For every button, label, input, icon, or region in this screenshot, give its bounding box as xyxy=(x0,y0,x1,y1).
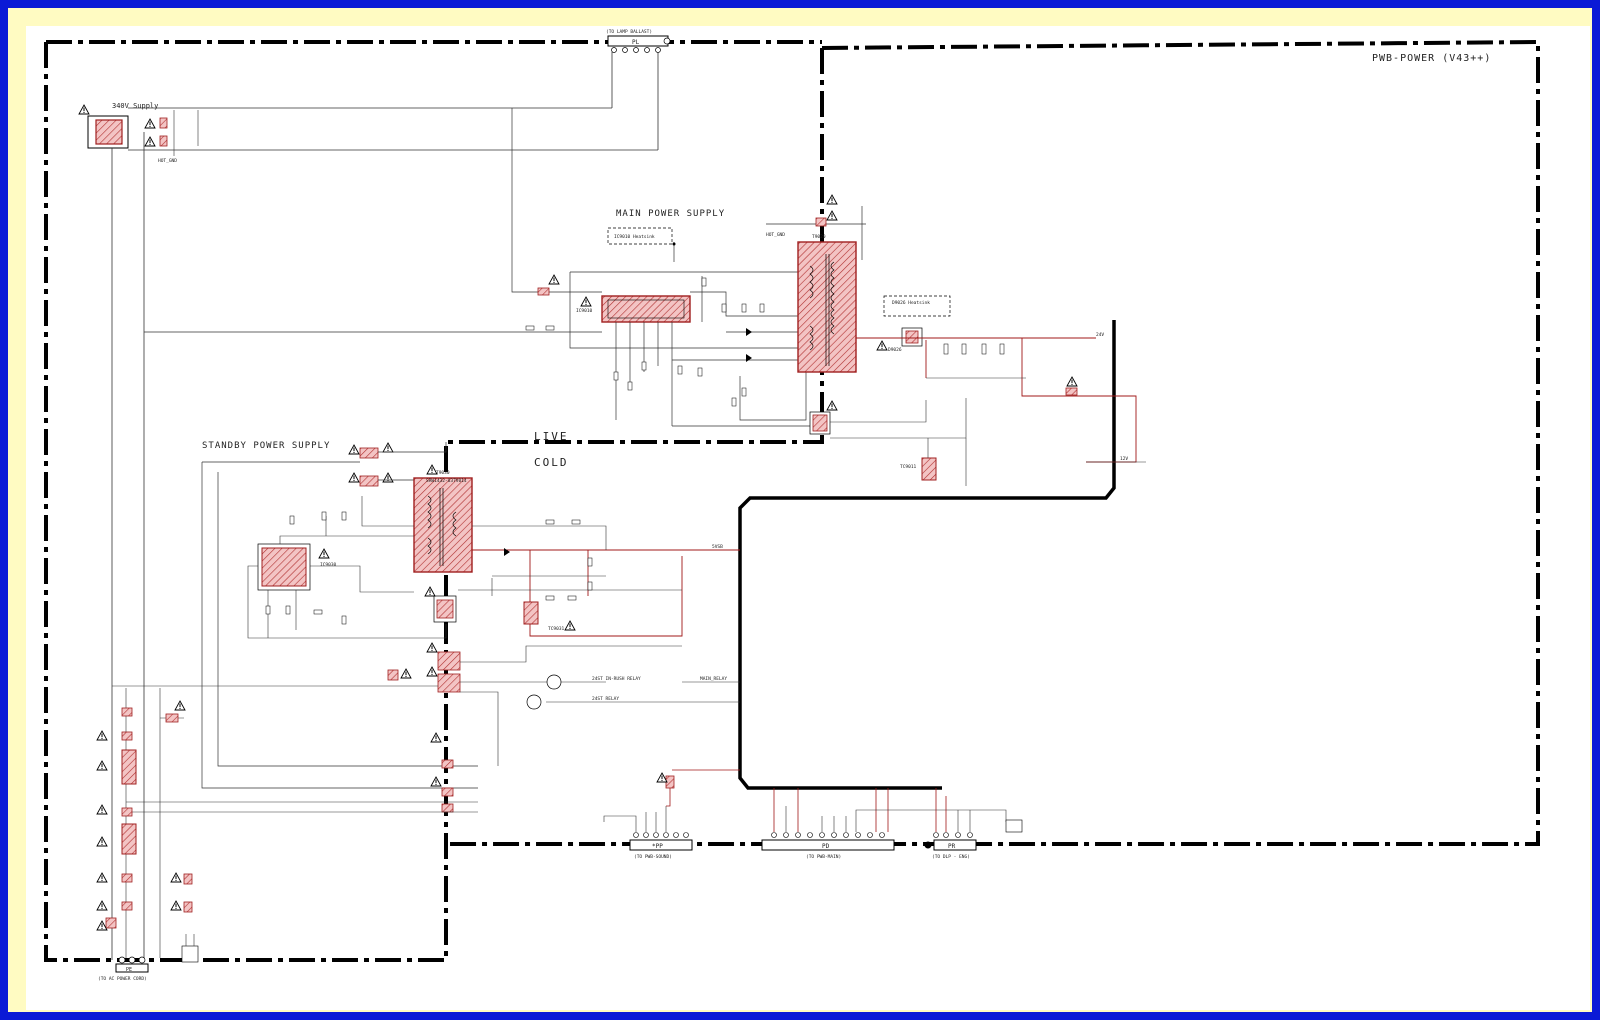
pl-dest: (TO LAMP BALLAST) xyxy=(606,29,652,35)
page-title: PWB-POWER (V43++) xyxy=(1372,53,1491,64)
ic9010-label: IC9010 xyxy=(576,308,593,314)
tc9011-label: TC9011 xyxy=(900,464,917,470)
t9020-label: T9020 xyxy=(812,234,826,240)
label-340v-supply: 340V Supply xyxy=(112,102,158,110)
ic9030-label: IC9030 xyxy=(320,562,337,568)
net-5vsb: 5VSB xyxy=(712,544,723,550)
section-standby-power-supply: STANDBY POWER SUPPLY T9030 SRW1432-U37V0… xyxy=(112,441,740,813)
label-hot-gnd-main: HOT_GND xyxy=(766,232,785,238)
pr-dest: (TO DLP - ENG) xyxy=(932,854,970,860)
board-outline xyxy=(44,39,1540,962)
ic9030 xyxy=(261,547,307,587)
t9020 xyxy=(797,241,857,373)
tc9031-label: TC9031 xyxy=(548,626,565,632)
label-main-relay: MAIN_RELAY xyxy=(700,676,727,682)
tc9011 xyxy=(921,457,937,481)
label-24st-relay: 24ST RELAY xyxy=(592,696,619,702)
output-connectors: *PP (TO PWB-SOUND) PD (TO PWB-MAIN) xyxy=(603,769,1023,860)
label-main-power-supply: MAIN POWER SUPPLY xyxy=(616,209,725,219)
label-live: LIVE xyxy=(534,430,569,443)
hot-cold-boundary xyxy=(738,320,1116,790)
pe-dest: (TO AC POWER CORD) xyxy=(98,976,147,982)
t9030-part: SRW1432-U37V014 xyxy=(426,478,467,484)
section-ac-input-filter xyxy=(96,688,199,963)
section-340v-supply: 340V Supply HOT_GND xyxy=(78,102,658,960)
net-12v: 12V xyxy=(1120,456,1128,462)
schematic-diagram: PWB-POWER (V43++) 340V Supply HOT_GND (T… xyxy=(44,29,1540,982)
schematic-sheet: PWB-POWER (V43++) 340V Supply HOT_GND (T… xyxy=(26,26,1590,1010)
label-hot-gnd-top: HOT_GND xyxy=(158,158,177,164)
tc9031 xyxy=(523,601,539,625)
pp-dest: (TO PWB-SOUND) xyxy=(634,854,672,860)
ic9010-heatsink: IC9010 Heatsink xyxy=(614,234,655,240)
label-cold: COLD xyxy=(534,456,569,469)
net-24v: 24V xyxy=(1096,332,1104,338)
pp-label: *PP xyxy=(652,843,663,850)
line-filter-1 xyxy=(121,749,137,785)
outer-frame: PWB-POWER (V43++) 340V Supply HOT_GND (T… xyxy=(8,8,1592,1012)
section-main-power-supply: MAIN POWER SUPPLY IC9010 Heatsink IC9010 xyxy=(144,108,1146,486)
t9030-label: T9030 xyxy=(436,470,450,476)
pe-label: PE xyxy=(126,967,132,973)
label-standby-power-supply: STANDBY POWER SUPPLY xyxy=(202,441,330,451)
pr-label: PR xyxy=(948,843,956,850)
d9026-label: D9026 xyxy=(888,347,902,353)
label-inrush-relay: 24ST IN-RUSH RELAY xyxy=(592,676,641,682)
connector-pe: PE (TO AC POWER CORD) xyxy=(98,956,149,982)
pl-label: PL xyxy=(632,39,640,46)
pd-dest: (TO PWB-MAIN) xyxy=(806,854,841,860)
connector-pl: (TO LAMP BALLAST) PL xyxy=(606,29,671,150)
pd-label: PD xyxy=(822,843,830,850)
ic9010 xyxy=(601,295,691,323)
line-filter-2 xyxy=(121,823,137,855)
d9026-heatsink: D9026 Heatsink xyxy=(892,300,930,306)
